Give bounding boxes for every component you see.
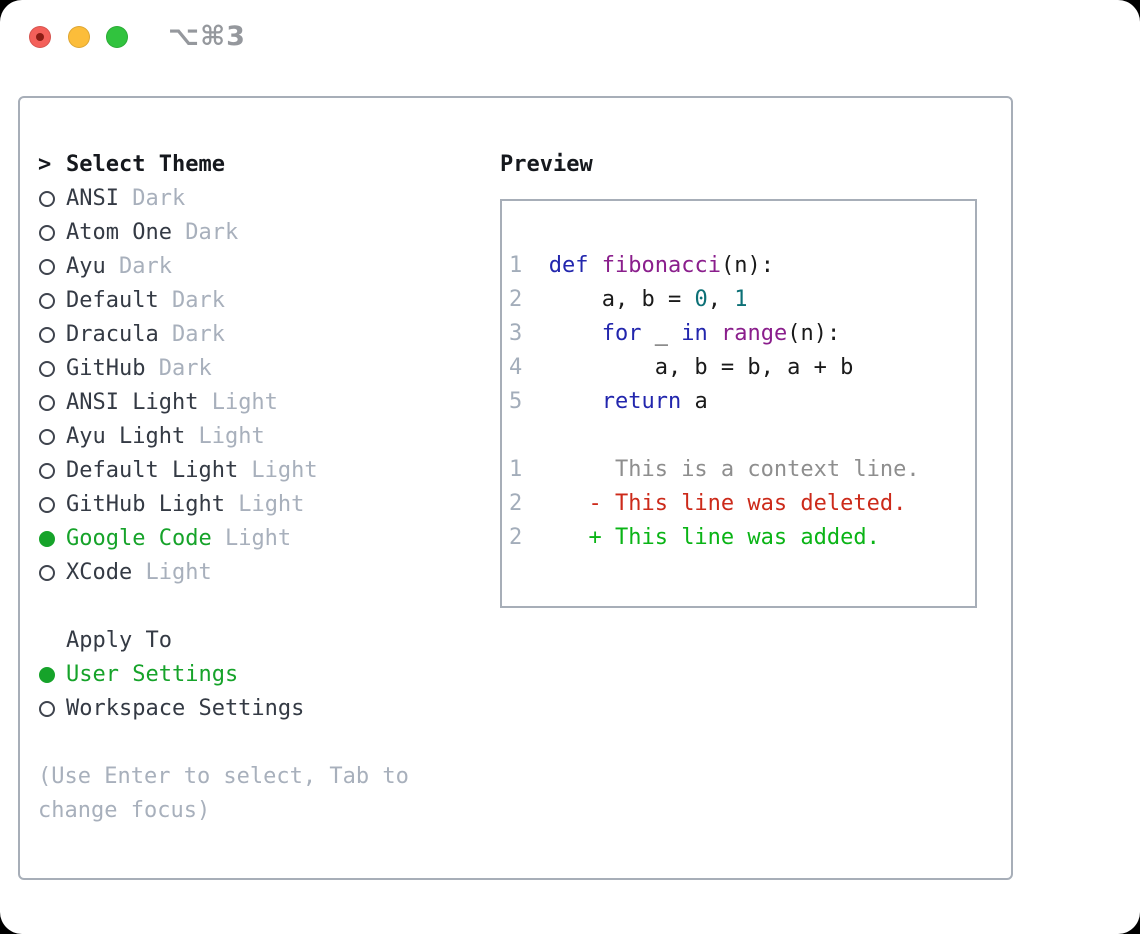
code-line: 4 a, b = b, a + b (509, 355, 854, 380)
spacer (38, 726, 478, 760)
theme-option[interactable]: Google Code Light (38, 522, 478, 556)
titlebar: ⌥⌘3 (0, 0, 1140, 96)
option-variant-label: Light (224, 492, 305, 517)
radio-unselected-icon (39, 191, 55, 207)
preview-code: 1 def fibonacci(n): 2 a, b = 0, 1 3 for _ … (509, 249, 975, 555)
cursor-indicator: > (38, 152, 52, 177)
option-label: GitHub Light (66, 492, 225, 517)
preview-title: Preview (500, 152, 593, 177)
preview-box: 1 def fibonacci(n): 2 a, b = 0, 1 3 for _ … (500, 199, 977, 608)
code-line (509, 419, 975, 453)
code-line: 1 This is a context line. (509, 457, 920, 482)
code-line: 2 + This line was added. (509, 525, 880, 550)
option-variant-label: Light (238, 458, 318, 483)
preview-header: Preview (500, 148, 981, 182)
theme-option[interactable]: ANSI Light Light (38, 386, 478, 420)
option-label: GitHub (66, 356, 146, 381)
code-line: 3 for _ in range(n): (509, 321, 841, 346)
option-variant-label: Dark (158, 288, 225, 313)
apply-to-option[interactable]: User Settings (38, 658, 478, 692)
close-button[interactable] (29, 26, 51, 48)
option-variant-label: Light (211, 526, 292, 551)
option-variant-label: Light (185, 424, 265, 449)
spacer (38, 590, 478, 624)
option-label: Default (66, 288, 159, 313)
radio-selected-icon (39, 667, 55, 683)
theme-option[interactable]: Default Light Light (38, 454, 478, 488)
option-label: Ayu Light (66, 424, 186, 449)
option-label: Dracula (66, 322, 159, 347)
theme-option[interactable]: Ayu Dark (38, 250, 478, 284)
radio-unselected-icon (39, 327, 55, 343)
theme-option[interactable]: Default Dark (38, 284, 478, 318)
radio-unselected-icon (39, 395, 55, 411)
radio-unselected-icon (39, 497, 55, 513)
window-title: ⌥⌘3 (168, 21, 246, 52)
help-text-line2: change focus) (38, 798, 211, 823)
theme-option[interactable]: Ayu Light Light (38, 420, 478, 454)
radio-selected-icon (39, 531, 55, 547)
zoom-button[interactable] (106, 26, 128, 48)
apply-to-header: Apply To (38, 624, 478, 658)
help-text-line1: (Use Enter to select, Tab to (38, 764, 409, 789)
option-variant-label: Dark (105, 254, 172, 279)
modified-dot-icon (36, 33, 44, 41)
radio-unselected-icon (39, 225, 55, 241)
theme-option[interactable]: ANSI Dark (38, 182, 478, 216)
radio-unselected-icon (39, 429, 55, 445)
select-theme-header: > Select Theme (38, 148, 478, 182)
radio-unselected-icon (39, 701, 55, 717)
theme-option[interactable]: XCode Light (38, 556, 478, 590)
option-variant-label: Dark (118, 186, 186, 211)
preview-column: Preview 1 def fibonacci(n): 2 a, b = 0, 1… (500, 148, 981, 608)
radio-unselected-icon (39, 361, 55, 377)
option-label: Ayu (66, 254, 106, 279)
theme-option[interactable]: GitHub Dark (38, 352, 478, 386)
radio-unselected-icon (39, 565, 55, 581)
minimize-button[interactable] (68, 26, 90, 48)
theme-option[interactable]: Dracula Dark (38, 318, 478, 352)
theme-option[interactable]: Atom One Dark (38, 216, 478, 250)
option-variant-label: Dark (171, 220, 239, 245)
apply-to-option[interactable]: Workspace Settings (38, 692, 478, 726)
radio-unselected-icon (39, 259, 55, 275)
radio-unselected-icon (39, 293, 55, 309)
radio-unselected-icon (39, 463, 55, 479)
option-variant-label: Light (198, 390, 278, 415)
select-theme-title: Select Theme (66, 152, 225, 177)
option-variant-label: Dark (145, 356, 212, 381)
option-label: ANSI Light (66, 390, 199, 415)
apply-to-title: Apply To (66, 628, 172, 653)
option-variant-label: Light (132, 560, 212, 585)
theme-option[interactable]: GitHub Light Light (38, 488, 478, 522)
code-line: 2 - This line was deleted. (509, 491, 907, 516)
option-label: Atom One (66, 220, 172, 245)
code-line: 5 return a (509, 389, 708, 414)
option-label: XCode (66, 560, 133, 585)
option-label: ANSI (66, 186, 119, 211)
option-label: User Settings (66, 662, 239, 687)
option-label: Google Code (66, 526, 212, 551)
option-variant-label: Dark (158, 322, 225, 347)
option-label: Workspace Settings (66, 696, 305, 721)
code-line: 2 a, b = 0, 1 (509, 287, 748, 312)
code-line: 1 def fibonacci(n): (509, 253, 774, 278)
option-label: Default Light (66, 458, 239, 483)
